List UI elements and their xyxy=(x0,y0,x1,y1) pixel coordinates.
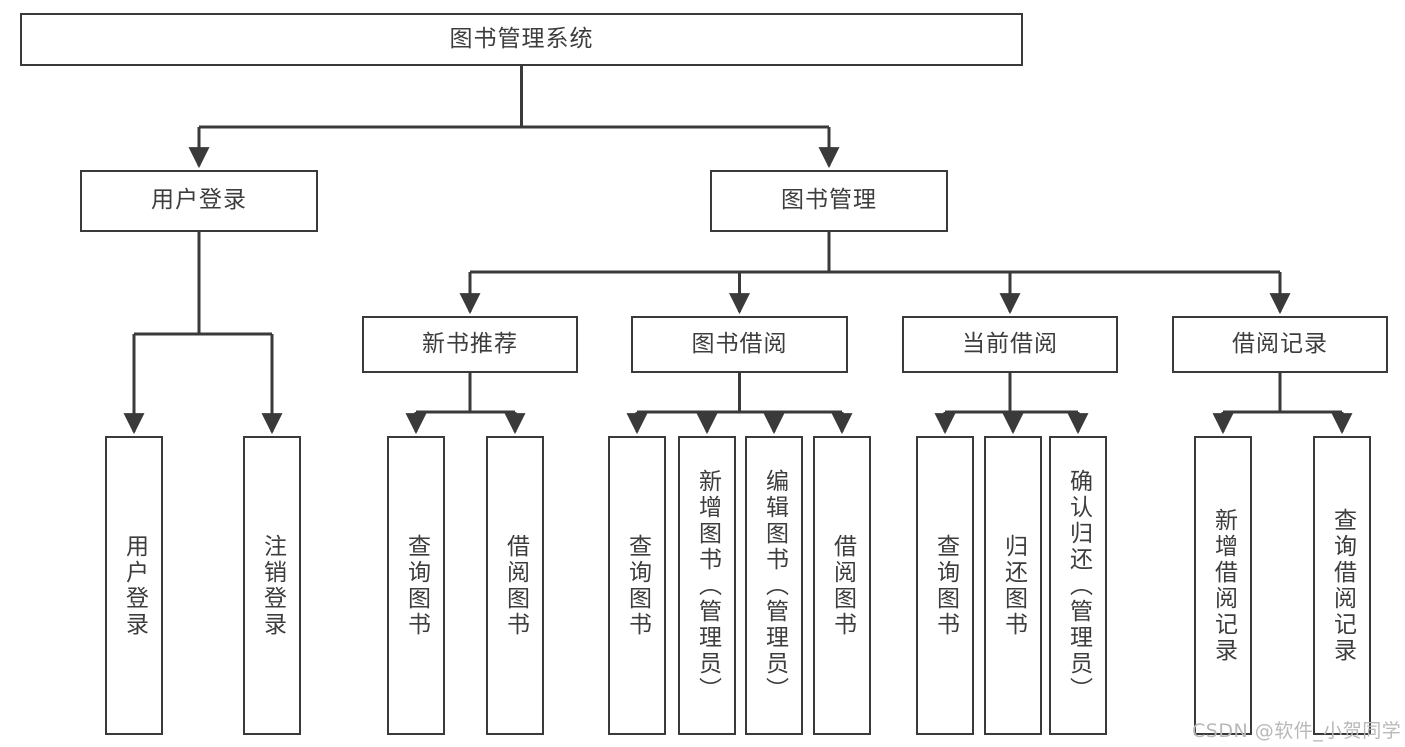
node-label-borrow-record: 借阅记录 xyxy=(1232,330,1328,357)
node-label-current-borrow: 当前借阅 xyxy=(962,330,1058,357)
node-leaf-user-login[interactable]: 用户登录 xyxy=(105,436,163,735)
node-label-leaf-query-book-cur: 查询图书 xyxy=(932,533,959,638)
node-borrow-record[interactable]: 借阅记录 xyxy=(1172,316,1388,373)
node-label-leaf-borrow-book: 借阅图书 xyxy=(829,533,856,638)
node-label-leaf-query-record: 查询借阅记录 xyxy=(1329,507,1356,664)
node-label-leaf-confirm-return: 确认归还（管理员） xyxy=(1065,468,1092,703)
node-label-new-book-rec: 新书推荐 xyxy=(422,330,518,357)
node-leaf-query-book-cur[interactable]: 查询图书 xyxy=(916,436,974,735)
node-label-root: 图书管理系统 xyxy=(449,25,594,52)
node-new-book-rec[interactable]: 新书推荐 xyxy=(362,316,578,373)
node-current-borrow[interactable]: 当前借阅 xyxy=(902,316,1118,373)
node-book-borrow[interactable]: 图书借阅 xyxy=(631,316,848,373)
node-label-leaf-user-login: 用户登录 xyxy=(121,533,148,638)
node-label-leaf-add-record: 新增借阅记录 xyxy=(1210,507,1237,664)
node-leaf-confirm-return[interactable]: 确认归还（管理员） xyxy=(1049,436,1107,735)
node-leaf-borrow-book-rec[interactable]: 借阅图书 xyxy=(486,436,544,735)
node-leaf-return-book[interactable]: 归还图书 xyxy=(984,436,1042,735)
node-label-user-login: 用户登录 xyxy=(151,187,247,214)
node-leaf-query-book-borrow[interactable]: 查询图书 xyxy=(608,436,666,735)
node-label-leaf-edit-book: 编辑图书（管理员） xyxy=(761,468,788,703)
csdn-watermark: CSDN @软件_小贺同学 xyxy=(1192,720,1402,742)
node-user-login[interactable]: 用户登录 xyxy=(80,170,318,232)
node-leaf-logout[interactable]: 注销登录 xyxy=(243,436,301,735)
node-book-manage[interactable]: 图书管理 xyxy=(710,170,948,232)
node-label-leaf-return-book: 归还图书 xyxy=(1000,533,1027,638)
node-label-leaf-logout: 注销登录 xyxy=(259,533,286,638)
node-label-leaf-add-book: 新增图书（管理员） xyxy=(694,468,721,703)
node-leaf-query-record[interactable]: 查询借阅记录 xyxy=(1313,436,1371,735)
node-label-book-manage: 图书管理 xyxy=(781,187,877,214)
node-leaf-add-record[interactable]: 新增借阅记录 xyxy=(1194,436,1252,735)
node-root[interactable]: 图书管理系统 xyxy=(20,13,1023,66)
node-leaf-edit-book[interactable]: 编辑图书（管理员） xyxy=(745,436,803,735)
node-label-leaf-query-book-rec: 查询图书 xyxy=(403,533,430,638)
node-label-book-borrow: 图书借阅 xyxy=(691,330,788,357)
node-label-leaf-query-book-borrow: 查询图书 xyxy=(624,533,651,638)
node-leaf-borrow-book[interactable]: 借阅图书 xyxy=(813,436,871,735)
node-label-leaf-borrow-book-rec: 借阅图书 xyxy=(502,533,529,638)
node-leaf-add-book[interactable]: 新增图书（管理员） xyxy=(678,436,736,735)
node-leaf-query-book-rec[interactable]: 查询图书 xyxy=(387,436,445,735)
